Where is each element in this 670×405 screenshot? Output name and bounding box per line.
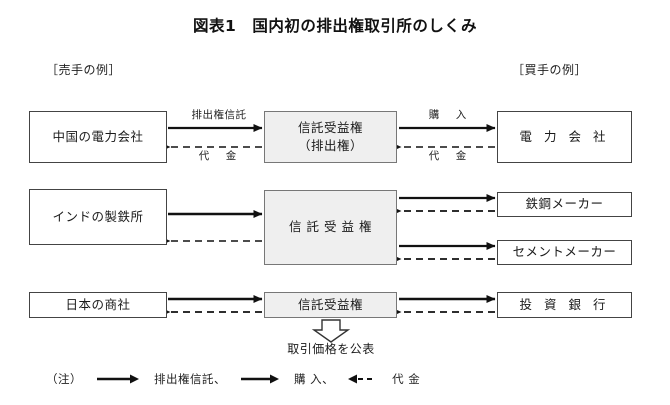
arrow-label-purchase: 購 入	[428, 109, 470, 121]
box-buyer-cement-maker[interactable]: セメントメーカー	[497, 240, 632, 265]
box-label: 投 資 銀 行	[519, 296, 610, 312]
box-buyer-investment-bank[interactable]: 投 資 銀 行	[497, 292, 632, 318]
box-trust-beneficiary-right-2[interactable]: 信 託 受 益 権	[264, 190, 397, 265]
arrow-label-payment-right: 代 金	[428, 150, 470, 162]
solid-arrow-icon-2	[241, 374, 279, 384]
legend-prefix: （注）	[46, 372, 82, 386]
legend-item-purchase: 購 入、	[294, 372, 335, 386]
box-buyer-power-company[interactable]: 電 力 会 社	[497, 111, 632, 163]
box-trust-beneficiary-right-3[interactable]: 信託受益権	[264, 292, 397, 318]
solid-arrow-icon-1	[97, 374, 139, 384]
box-label: 日本の商社	[65, 296, 131, 312]
legend: （注） 排出権信託、 購 入、 代 金	[46, 371, 420, 387]
legend-item-emission-trust: 排出権信託、	[154, 372, 226, 386]
box-trust-beneficiary-right-1[interactable]: 信託受益権 （排出権）	[264, 111, 397, 163]
box-seller-china-power[interactable]: 中国の電力会社	[29, 111, 167, 163]
box-label: 信 託 受 益 権	[289, 219, 372, 235]
label-price-publication: 取引価格を公表	[287, 342, 375, 356]
box-label: 電 力 会 社	[519, 128, 610, 144]
box-seller-japan-trading[interactable]: 日本の商社	[29, 292, 167, 318]
box-label: 鉄鋼メーカー	[525, 196, 604, 212]
caption-seller-example: ［売手の例］	[46, 63, 122, 77]
box-label-line2: （排出権）	[297, 138, 363, 153]
box-label: インドの製鉄所	[52, 208, 144, 224]
arrow-label-payment-left: 代 金	[198, 150, 240, 162]
dashed-arrow-icon	[348, 374, 375, 384]
box-buyer-steel-maker[interactable]: 鉄鋼メーカー	[497, 192, 632, 217]
legend-item-payment: 代 金	[392, 372, 421, 386]
box-label: 中国の電力会社	[52, 128, 144, 144]
box-label: 信託受益権	[297, 296, 363, 312]
page-title: 図表1 国内初の排出権取引所のしくみ	[193, 17, 477, 35]
box-label-line1: 信託受益権	[297, 119, 363, 135]
arrow-label-emission-trust: 排出権信託	[191, 109, 247, 121]
caption-buyer-example: ［買手の例］	[512, 63, 588, 77]
box-seller-india-steel[interactable]: インドの製鉄所	[29, 189, 167, 245]
box-label: セメントメーカー	[512, 244, 617, 260]
